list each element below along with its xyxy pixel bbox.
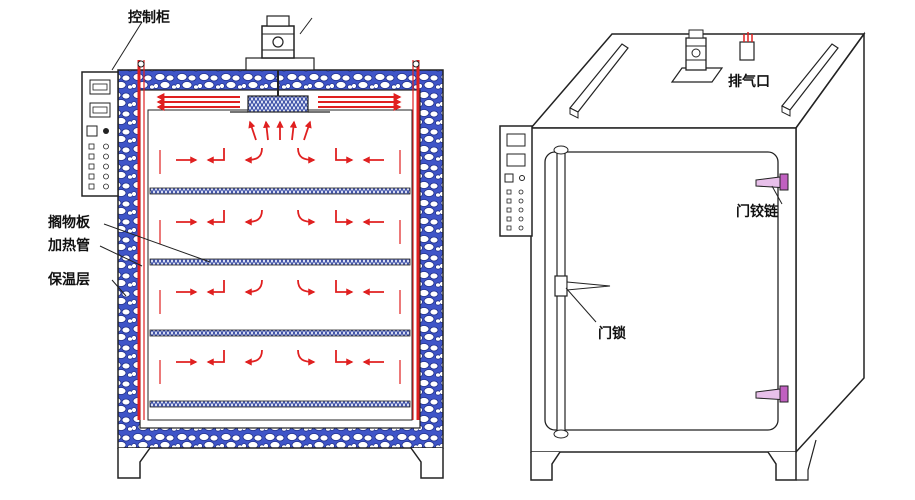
control-cabinet bbox=[81, 71, 119, 197]
label-shelf: 搁物板 bbox=[48, 214, 91, 231]
airflow-arrow bbox=[206, 350, 225, 366]
airflow-arrow bbox=[297, 349, 316, 366]
label-hinge: 门铰链 bbox=[736, 203, 779, 220]
airflow-arrow bbox=[206, 210, 225, 226]
airflow-arrow bbox=[244, 279, 263, 296]
label-control-cabinet: 控制柜 bbox=[128, 9, 170, 26]
shelf bbox=[149, 187, 411, 195]
control-cabinet bbox=[499, 125, 533, 237]
airflow-arrow bbox=[244, 209, 263, 226]
airflow-arrow bbox=[244, 147, 263, 164]
airflow-arrow bbox=[335, 280, 354, 296]
exhaust-vent-icon bbox=[739, 32, 755, 61]
hinge-icon bbox=[755, 173, 789, 205]
airflow-arrow bbox=[297, 209, 316, 226]
display-2 bbox=[89, 102, 111, 118]
fan-blade bbox=[247, 95, 309, 113]
label-heating-tube: 加热管 bbox=[47, 237, 90, 254]
exterior-view: 排气口 门锁 bbox=[499, 29, 866, 481]
display-1 bbox=[89, 79, 111, 95]
heating-tubes bbox=[137, 60, 420, 420]
airflow-top bbox=[156, 93, 402, 111]
airflow-arrow bbox=[335, 210, 354, 226]
leg-left bbox=[117, 447, 151, 479]
fan-motor-icon bbox=[670, 29, 724, 83]
airflow-zones bbox=[159, 147, 401, 384]
cross-section-view: 控制柜 搁物板 加热管 保温层 bbox=[47, 9, 444, 479]
airflow-arrow bbox=[335, 148, 354, 164]
airflow-arrow bbox=[297, 147, 316, 164]
airflow-arrow bbox=[206, 148, 225, 164]
airflow-arrow bbox=[335, 350, 354, 366]
leg-right bbox=[767, 451, 797, 481]
lock-handle-icon bbox=[553, 145, 611, 439]
leg-right bbox=[410, 447, 444, 479]
label-insulation: 保温层 bbox=[47, 271, 90, 288]
shelves bbox=[149, 187, 411, 408]
airflow-arrow bbox=[244, 349, 263, 366]
airflow-arrow bbox=[297, 279, 316, 296]
label-door-lock: 门锁 bbox=[598, 325, 626, 342]
label-exhaust: 排气口 bbox=[728, 73, 770, 90]
fan-motor-icon bbox=[245, 15, 315, 96]
shelf bbox=[149, 258, 411, 266]
shelf bbox=[149, 329, 411, 337]
airflow-up bbox=[248, 120, 312, 141]
hinge-icon bbox=[755, 385, 789, 403]
airflow-arrow bbox=[206, 280, 225, 296]
oven-door bbox=[544, 151, 779, 431]
power-switch bbox=[86, 125, 98, 137]
shelf bbox=[149, 400, 411, 408]
leg-left bbox=[530, 451, 561, 481]
